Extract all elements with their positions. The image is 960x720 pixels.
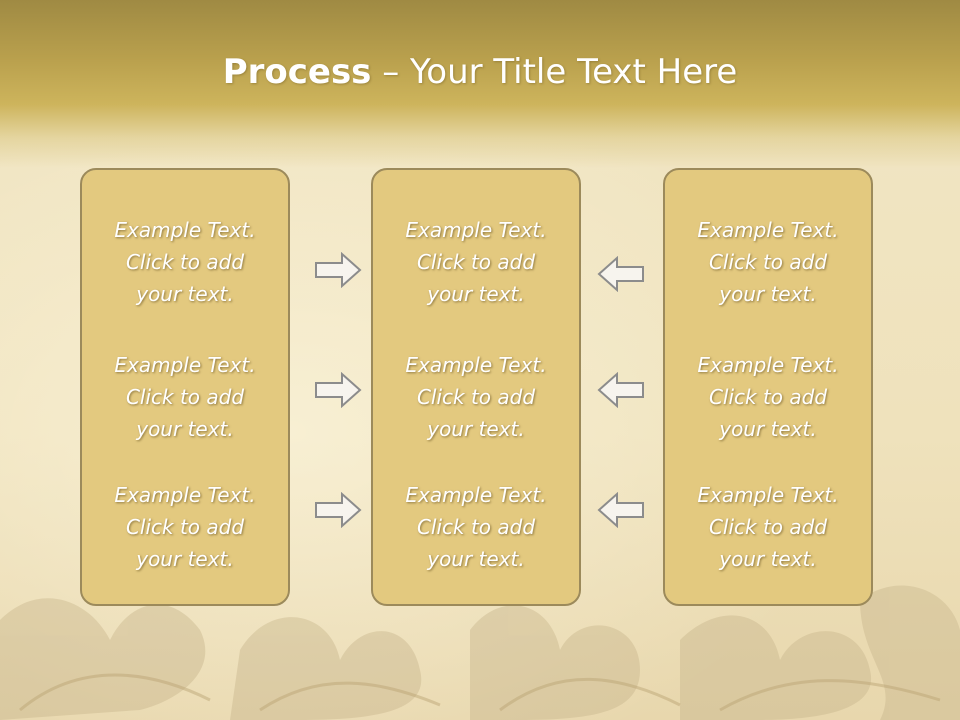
text-line: your text.	[136, 282, 234, 306]
text-line: Example Text.	[405, 218, 547, 242]
text-line: Click to add	[708, 515, 828, 539]
header-band	[0, 0, 960, 168]
text-block[interactable]: Example Text. Click to add your text.	[82, 214, 288, 310]
process-box-left[interactable]: Example Text. Click to add your text. Ex…	[80, 168, 290, 606]
text-line: Click to add	[708, 250, 828, 274]
text-line: Click to add	[416, 250, 536, 274]
text-block[interactable]: Example Text. Click to add your text.	[373, 214, 579, 310]
text-line: your text.	[427, 282, 525, 306]
process-box-right[interactable]: Example Text. Click to add your text. Ex…	[663, 168, 873, 606]
text-line: your text.	[136, 417, 234, 441]
text-line: your text.	[427, 547, 525, 571]
text-line: your text.	[719, 282, 817, 306]
text-block[interactable]: Example Text. Click to add your text.	[665, 349, 871, 445]
right-arrow-icon	[315, 252, 362, 288]
left-arrow-icon	[597, 372, 644, 408]
right-arrow-icon	[315, 492, 362, 528]
process-box-center[interactable]: Example Text. Click to add your text. Ex…	[371, 168, 581, 606]
text-block[interactable]: Example Text. Click to add your text.	[373, 479, 579, 575]
left-arrow-icon	[597, 492, 644, 528]
text-line: Click to add	[708, 385, 828, 409]
text-block[interactable]: Example Text. Click to add your text.	[665, 214, 871, 310]
text-line: Click to add	[125, 515, 245, 539]
text-line: your text.	[136, 547, 234, 571]
text-line: your text.	[719, 417, 817, 441]
text-block[interactable]: Example Text. Click to add your text.	[82, 479, 288, 575]
text-line: Example Text.	[405, 353, 547, 377]
text-block[interactable]: Example Text. Click to add your text.	[373, 349, 579, 445]
text-line: Example Text.	[114, 218, 256, 242]
text-line: your text.	[719, 547, 817, 571]
text-line: Click to add	[416, 385, 536, 409]
text-line: Example Text.	[405, 483, 547, 507]
text-line: Example Text.	[114, 353, 256, 377]
text-block[interactable]: Example Text. Click to add your text.	[665, 479, 871, 575]
text-line: your text.	[427, 417, 525, 441]
title-bold: Process	[222, 52, 372, 92]
text-line: Click to add	[125, 385, 245, 409]
left-arrow-icon	[597, 256, 644, 292]
text-line: Example Text.	[697, 353, 839, 377]
text-line: Click to add	[416, 515, 536, 539]
text-line: Example Text.	[114, 483, 256, 507]
text-block[interactable]: Example Text. Click to add your text.	[82, 349, 288, 445]
title-rest: – Your Title Text Here	[371, 52, 738, 92]
slide-title[interactable]: Process – Your Title Text Here	[0, 52, 960, 92]
text-line: Example Text.	[697, 483, 839, 507]
text-line: Click to add	[125, 250, 245, 274]
text-line: Example Text.	[697, 218, 839, 242]
floral-ornament	[0, 585, 960, 720]
right-arrow-icon	[315, 372, 362, 408]
